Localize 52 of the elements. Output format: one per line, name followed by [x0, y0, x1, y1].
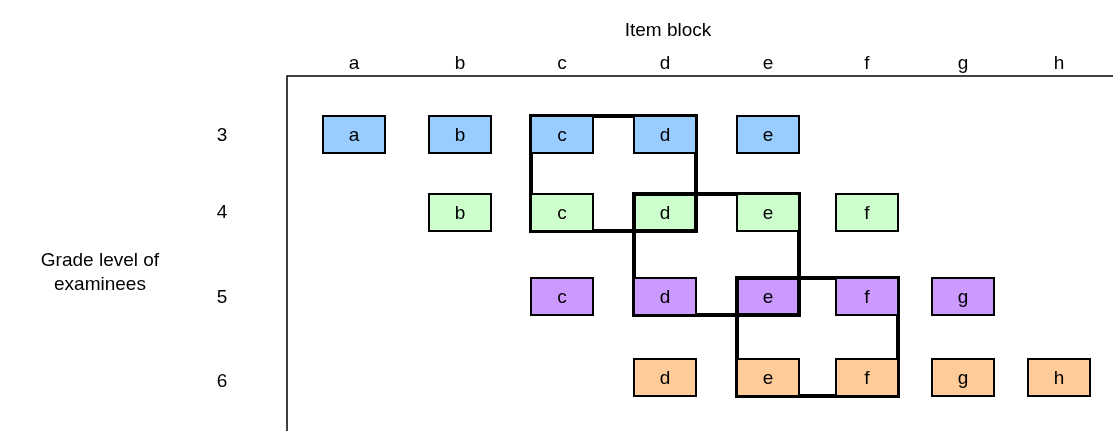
block-letter: f [864, 368, 870, 387]
item-block [633, 358, 697, 397]
block-letter: d [659, 368, 671, 387]
block-letter: b [454, 125, 466, 144]
item-block [530, 277, 594, 316]
item-block [428, 115, 492, 154]
block-letter: c [557, 203, 567, 222]
column-label: b [454, 51, 466, 75]
row-label: 5 [216, 285, 228, 309]
block-letter: c [557, 287, 567, 306]
item-block [633, 277, 697, 316]
block-letter: f [864, 287, 870, 306]
block-letter: h [1053, 368, 1065, 387]
row-label: 4 [216, 200, 228, 224]
column-label: g [957, 51, 969, 75]
item-block [736, 193, 800, 232]
item-block [736, 358, 800, 397]
block-letter: e [762, 125, 774, 144]
column-label: f [864, 51, 870, 75]
item-block [428, 193, 492, 232]
block-letter: e [762, 203, 774, 222]
block-letter: g [957, 287, 969, 306]
row-label: 3 [216, 123, 228, 147]
column-label: d [659, 51, 671, 75]
item-block [931, 277, 995, 316]
block-letter: e [762, 287, 774, 306]
column-label: c [557, 51, 567, 75]
item-block [736, 115, 800, 154]
axis-title: Grade level of examinees [40, 248, 160, 296]
item-block [835, 358, 899, 397]
item-block [530, 193, 594, 232]
item-block [530, 115, 594, 154]
block-letter: d [659, 125, 671, 144]
block-letter: d [659, 203, 671, 222]
block-letter: a [348, 125, 360, 144]
item-block [835, 277, 899, 316]
block-letter: e [762, 368, 774, 387]
block-letter: g [957, 368, 969, 387]
block-letter: f [864, 203, 870, 222]
column-label: e [762, 51, 774, 75]
column-label: h [1053, 51, 1065, 75]
row-label: 6 [216, 369, 228, 393]
item-block [835, 193, 899, 232]
item-block [633, 115, 697, 154]
block-letter: b [454, 203, 466, 222]
axis-title: Item block [624, 18, 712, 42]
block-letter: c [557, 125, 567, 144]
item-block [1027, 358, 1091, 397]
block-letter: d [659, 287, 671, 306]
column-label: a [348, 51, 360, 75]
item-block [931, 358, 995, 397]
item-block [322, 115, 386, 154]
